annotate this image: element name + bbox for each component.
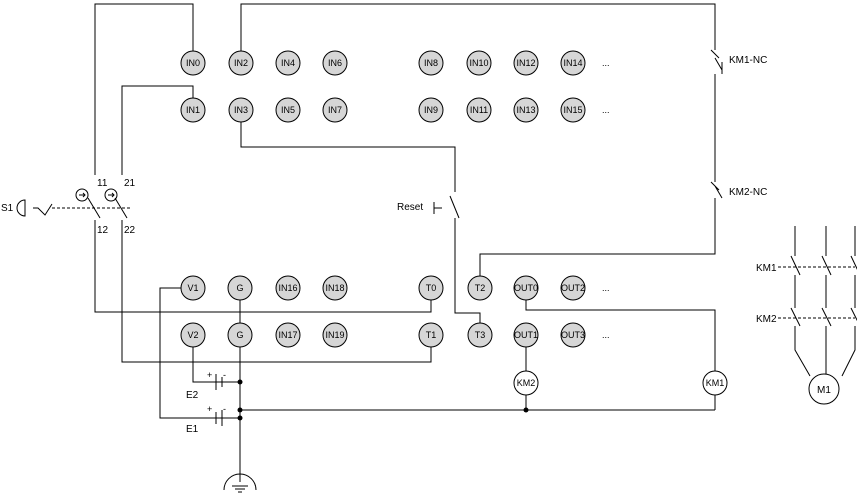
svg-text:IN18: IN18 <box>325 283 344 293</box>
row-1-ellipsis: ... <box>602 58 610 68</box>
terminal-v1: V1 <box>180 275 206 301</box>
svg-text:G: G <box>236 283 243 293</box>
svg-text:IN3: IN3 <box>234 105 248 115</box>
svg-text:IN12: IN12 <box>516 58 535 68</box>
svg-text:OUT3: OUT3 <box>561 330 585 340</box>
bottom-terminal-row-2: V2 G IN17 IN19 T1 T3 OUT1 OUT3 ... <box>180 322 610 348</box>
label-km1-contacts: KM1 <box>756 263 777 274</box>
svg-text:V2: V2 <box>187 330 198 340</box>
terminal-in12: IN12 <box>513 50 539 76</box>
svg-text:IN9: IN9 <box>424 105 438 115</box>
terminal-in3: IN3 <box>228 97 254 123</box>
svg-text:G: G <box>236 330 243 340</box>
terminal-out3: OUT3 <box>560 322 586 348</box>
svg-text:IN4: IN4 <box>281 58 295 68</box>
svg-text:IN13: IN13 <box>516 105 535 115</box>
label-km1-nc: KM1-NC <box>729 55 767 66</box>
svg-text:OUT0: OUT0 <box>514 283 538 293</box>
terminal-in17: IN17 <box>275 322 301 348</box>
terminal-in11: IN11 <box>466 97 492 123</box>
terminal-v2: V2 <box>180 322 206 348</box>
terminal-in15: IN15 <box>560 97 586 123</box>
label-km2-nc: KM2-NC <box>729 187 767 198</box>
terminal-in19: IN19 <box>322 322 348 348</box>
svg-text:IN17: IN17 <box>278 330 297 340</box>
bottom-row-2-ellipsis: ... <box>602 330 610 340</box>
bottom-row-1-ellipsis: ... <box>602 283 610 293</box>
svg-text:IN10: IN10 <box>469 58 488 68</box>
label-contact-21: 21 <box>124 178 136 189</box>
diagram-labels: KM1-NC KM2-NC Reset S1 11 21 12 22 E2 E1… <box>1 55 777 435</box>
label-e2: E2 <box>186 390 199 401</box>
svg-text:T2: T2 <box>475 283 486 293</box>
svg-text:IN0: IN0 <box>186 58 200 68</box>
label-e1: E1 <box>186 424 199 435</box>
terminal-in18: IN18 <box>322 275 348 301</box>
terminal-g-1: G <box>227 275 253 301</box>
svg-text:IN7: IN7 <box>328 105 342 115</box>
svg-text:IN5: IN5 <box>281 105 295 115</box>
terminal-out2: OUT2 <box>560 275 586 301</box>
terminal-t3: T3 <box>467 322 493 348</box>
terminal-in16: IN16 <box>275 275 301 301</box>
svg-text:IN1: IN1 <box>186 105 200 115</box>
terminal-in10: IN10 <box>466 50 492 76</box>
junction-dots <box>237 379 529 421</box>
svg-text:IN6: IN6 <box>328 58 342 68</box>
terminal-in6: IN6 <box>322 50 348 76</box>
svg-text:OUT2: OUT2 <box>561 283 585 293</box>
svg-text:IN15: IN15 <box>563 105 582 115</box>
bottom-terminal-row-1: V1 G IN16 IN18 T0 T2 OUT0 OUT2 ... <box>180 275 610 301</box>
label-e1-plus: + <box>207 404 212 414</box>
svg-text:IN14: IN14 <box>563 58 582 68</box>
label-reset: Reset <box>397 202 423 213</box>
terminal-in8: IN8 <box>418 50 444 76</box>
label-contact-11: 11 <box>97 178 108 189</box>
svg-text:IN19: IN19 <box>325 330 344 340</box>
label-e1-minus: - <box>223 404 226 414</box>
terminal-g-2: G <box>227 322 253 348</box>
svg-text:IN2: IN2 <box>234 58 248 68</box>
svg-text:IN16: IN16 <box>278 283 297 293</box>
label-km2-contacts: KM2 <box>756 314 777 325</box>
label-contact-22: 22 <box>124 225 136 236</box>
terminal-out0: OUT0 <box>513 275 539 301</box>
terminal-in0: IN0 <box>180 50 206 76</box>
svg-text:V1: V1 <box>187 283 198 293</box>
terminal-in14: IN14 <box>560 50 586 76</box>
coil-km2: KM2 <box>513 370 539 396</box>
terminal-in2: IN2 <box>228 50 254 76</box>
svg-text:IN8: IN8 <box>424 58 438 68</box>
label-e2-plus: + <box>207 370 212 380</box>
terminal-in7: IN7 <box>322 97 348 123</box>
svg-text:IN11: IN11 <box>470 105 488 115</box>
svg-text:T3: T3 <box>475 330 486 340</box>
label-contact-12: 12 <box>97 225 109 236</box>
row-2-ellipsis: ... <box>602 105 610 115</box>
label-e2-minus: - <box>223 370 226 380</box>
wiring <box>16 3 857 493</box>
coil-km1: KM1 <box>702 370 728 396</box>
input-terminal-row-2: IN1 IN3 IN5 IN7 IN9 IN11 IN13 IN15 ... <box>180 97 610 123</box>
motor-m1: M1 <box>808 373 840 405</box>
svg-text:OUT1: OUT1 <box>514 330 538 340</box>
label-s1: S1 <box>1 203 14 214</box>
terminal-in4: IN4 <box>275 50 301 76</box>
terminal-in5: IN5 <box>275 97 301 123</box>
input-terminal-row-1: IN0 IN2 IN4 IN6 IN8 IN10 IN12 IN14 ... <box>180 50 610 76</box>
terminal-in1: IN1 <box>180 97 206 123</box>
terminal-t0: T0 <box>418 275 444 301</box>
terminal-in9: IN9 <box>418 97 444 123</box>
svg-text:M1: M1 <box>817 385 831 396</box>
terminal-out1: OUT1 <box>513 322 539 348</box>
terminal-in13: IN13 <box>513 97 539 123</box>
terminal-t1: T1 <box>418 322 444 348</box>
svg-text:KM2: KM2 <box>517 378 536 388</box>
svg-text:KM1: KM1 <box>706 378 725 388</box>
svg-text:T0: T0 <box>426 283 437 293</box>
svg-text:T1: T1 <box>426 330 437 340</box>
terminal-t2: T2 <box>467 275 493 301</box>
